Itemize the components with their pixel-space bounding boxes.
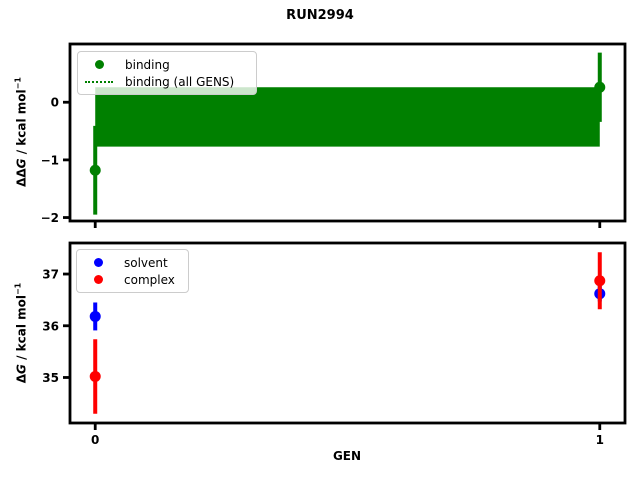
xlabel-gen: GEN xyxy=(332,449,362,463)
axes-ddg: 0 −1 −2 xyxy=(41,42,627,228)
ylabel-ddg: ΔΔG / kcal mol−1 xyxy=(14,77,29,187)
binding-all-gens-dotted-line-icon xyxy=(85,80,113,83)
point-binding xyxy=(89,164,101,176)
ylabel-dg-variable: G xyxy=(14,364,29,374)
legend-label: complex xyxy=(124,272,175,287)
ylabel-dg: ΔG / kcal mol−1 xyxy=(14,283,29,384)
y-tick-label: −1 xyxy=(41,153,59,167)
y-tick-label: −2 xyxy=(41,211,59,225)
legend-item-binding: binding xyxy=(85,56,249,73)
legend-dg: solvent complex xyxy=(76,249,189,293)
legend-swatch xyxy=(84,258,112,267)
legend-item-complex: complex xyxy=(84,271,181,288)
error-band-ddg-vs-gen xyxy=(95,87,600,147)
complex-marker-icon xyxy=(93,275,103,284)
legend-label: solvent xyxy=(124,255,168,270)
legend-label: binding xyxy=(125,57,170,72)
legend-binding: binding binding (all GENS) xyxy=(77,51,257,95)
ylabel-ddg-exponent: −1 xyxy=(13,77,23,90)
ylabel-ddg-units: / kcal mol xyxy=(14,89,29,159)
y-tick-label: 35 xyxy=(42,371,59,385)
y-tick-label: 0 xyxy=(51,96,59,110)
ylabel-dg-prefix: Δ xyxy=(14,373,29,384)
figure-title: RUN2994 xyxy=(286,8,354,23)
legend-swatch xyxy=(85,80,113,83)
point-complex xyxy=(89,370,101,382)
point-complex xyxy=(594,275,606,287)
point-solvent xyxy=(89,310,101,322)
axes-frame xyxy=(68,241,627,425)
ylabel-ddg-prefix: ΔΔ xyxy=(14,168,29,187)
legend-item-solvent: solvent xyxy=(84,254,181,271)
solvent-marker-icon xyxy=(93,258,103,267)
binding-marker-icon xyxy=(94,60,104,69)
axes-dg: 35 36 37 0 1 xyxy=(42,241,627,447)
ylabel-ddg-variable: G xyxy=(14,158,29,169)
x-tick-label: 1 xyxy=(596,433,604,447)
ylabel-dg-exponent: −1 xyxy=(13,282,23,296)
ylabel-dg-units: / kcal mol xyxy=(14,295,29,365)
axes-frame xyxy=(68,42,627,223)
legend-swatch xyxy=(84,275,112,284)
point-binding xyxy=(594,81,606,93)
legend-label: binding (all GENS) xyxy=(125,74,235,89)
y-tick-label: 36 xyxy=(42,319,59,333)
y-tick-label: 37 xyxy=(42,268,59,282)
legend-swatch xyxy=(85,60,113,69)
x-tick-label: 0 xyxy=(91,433,99,447)
legend-item-binding-all-gens: binding (all GENS) xyxy=(85,73,249,90)
